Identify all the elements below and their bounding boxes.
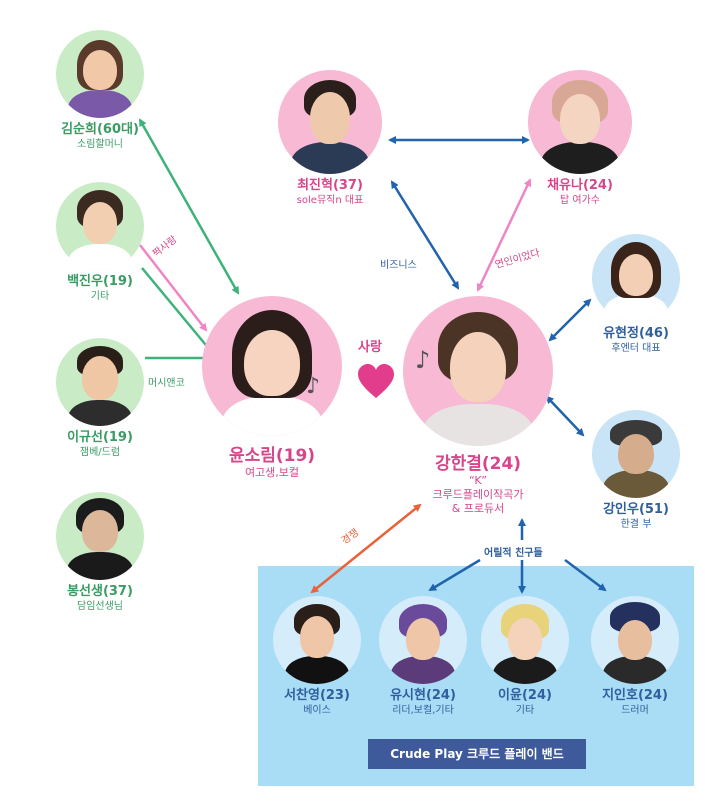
node-kim-sunhee: 김순희(60대) 소림할머니 — [40, 30, 160, 151]
portrait-lee-yoon — [481, 596, 569, 684]
name-bong-teacher: 봉선생(37) — [67, 584, 133, 599]
node-lee-yoon: 이윤(24) 기타 — [466, 596, 584, 717]
arrow-grandmother-sorim — [138, 118, 240, 295]
band-label: Crude Play 크루드 플레이 밴드 — [368, 739, 586, 769]
node-yoon-sorim: ♪ 윤소림(19) 여고생,보컬 — [192, 296, 352, 480]
node-choi-jinhyuk: 최진혁(37) sole뮤직n 대표 — [270, 70, 390, 207]
portrait-kang-inwoo — [592, 410, 680, 498]
role-yoon-sorim: 여고생,보컬 — [244, 466, 300, 479]
portrait-yoon-sorim: ♪ — [202, 296, 342, 436]
portrait-chae-yuna — [528, 70, 632, 174]
arrow-friends-sihyun — [428, 558, 481, 592]
portrait-seo-chanyoung — [273, 596, 361, 684]
arrow-inwoo-hangyeol — [545, 395, 585, 437]
label-acquaint: 머시앤코 — [148, 378, 185, 389]
name-kang-inwoo: 강인우(51) — [603, 502, 669, 517]
node-yoo-sihyun: 유시현(24) 리더,보컬,기타 — [364, 596, 482, 717]
arrow-yuna-hangyeol — [476, 178, 532, 292]
portrait-yoo-sihyun — [379, 596, 467, 684]
portrait-bong-teacher — [56, 492, 144, 580]
role-kang-hangyeol-line2: 크루드플레이작곡가 — [432, 488, 524, 501]
node-ji-inho: 지인호(24) 드러머 — [576, 596, 694, 717]
role-kim-sunhee: 소림할머니 — [77, 139, 123, 150]
name-seo-chanyoung: 서찬영(23) — [284, 688, 350, 703]
portrait-kang-hangyeol: ♪ — [403, 296, 553, 446]
music-note-icon: ♪ — [415, 346, 431, 374]
label-business: 비즈니스 — [380, 260, 417, 271]
name-chae-yuna: 채유나(24) — [547, 178, 613, 193]
portrait-lee-kyusun — [56, 338, 144, 426]
portrait-kim-sunhee — [56, 30, 144, 118]
role-kang-hangyeol-line1: “K” — [469, 474, 487, 487]
name-lee-kyusun: 이규선(19) — [67, 430, 133, 445]
label-childhood-friends: 어릴적 친구들 — [484, 548, 543, 559]
role-kang-inwoo: 한결 부 — [620, 519, 652, 530]
node-bong-teacher: 봉선생(37) 담임선생님 — [40, 492, 160, 613]
arrow-chanyoung-hangyeol — [310, 503, 422, 594]
arrow-jinwoo-sorim-green — [141, 267, 211, 351]
role-baek-jinwoo: 기타 — [90, 291, 110, 302]
node-yoo-hyunjung: 유현정(46) 후엔터 대표 — [576, 234, 696, 355]
role-seo-chanyoung: 베이스 — [303, 705, 331, 716]
role-kang-hangyeol-line3: & 프로듀서 — [451, 502, 505, 515]
arrow-friends-inho — [564, 559, 607, 592]
name-choi-jinhyuk: 최진혁(37) — [297, 178, 363, 193]
node-lee-kyusun: 이규선(19) 잼베/드럼 — [40, 338, 160, 459]
node-baek-jinwoo: 백진우(19) 기타 — [40, 182, 160, 303]
node-chae-yuna: 채유나(24) 탑 여가수 — [520, 70, 640, 207]
role-yoo-sihyun: 리더,보컬,기타 — [392, 705, 454, 716]
name-kim-sunhee: 김순희(60대) — [61, 122, 139, 137]
label-love: 사랑 — [358, 340, 382, 355]
heart-icon — [358, 364, 394, 398]
arrow-jinhyuk-hangyeol — [390, 180, 460, 290]
role-chae-yuna: 탑 여가수 — [560, 195, 600, 206]
name-lee-yoon: 이윤(24) — [498, 688, 552, 703]
role-lee-yoon: 기타 — [515, 705, 535, 716]
portrait-ji-inho — [591, 596, 679, 684]
music-note-icon: ♪ — [306, 374, 321, 399]
arrow-jinwoo-sorim — [139, 244, 208, 332]
role-choi-jinhyuk: sole뮤직n 대표 — [296, 195, 364, 206]
node-kang-inwoo: 강인우(51) 한결 부 — [576, 410, 696, 531]
role-lee-kyusun: 잼베/드럼 — [79, 447, 121, 458]
node-kang-hangyeol: ♪ 강한결(24) “K” 크루드플레이작곡가 & 프로듀서 — [398, 296, 558, 516]
portrait-yoo-hyunjung — [592, 234, 680, 322]
portrait-baek-jinwoo — [56, 182, 144, 270]
name-yoo-hyunjung: 유현정(46) — [603, 326, 669, 341]
arrow-hyunjung-hangyeol — [548, 298, 592, 342]
role-yoo-hyunjung: 후엔터 대표 — [611, 343, 661, 354]
name-kang-hangyeol: 강한결(24) — [434, 454, 522, 474]
portrait-choi-jinhyuk — [278, 70, 382, 174]
name-yoo-sihyun: 유시현(24) — [390, 688, 456, 703]
name-baek-jinwoo: 백진우(19) — [67, 274, 133, 289]
name-ji-inho: 지인호(24) — [602, 688, 668, 703]
role-bong-teacher: 담임선생님 — [77, 601, 123, 612]
name-yoon-sorim: 윤소림(19) — [228, 446, 316, 466]
role-ji-inho: 드러머 — [621, 705, 649, 716]
node-seo-chanyoung: 서찬영(23) 베이스 — [258, 596, 376, 717]
